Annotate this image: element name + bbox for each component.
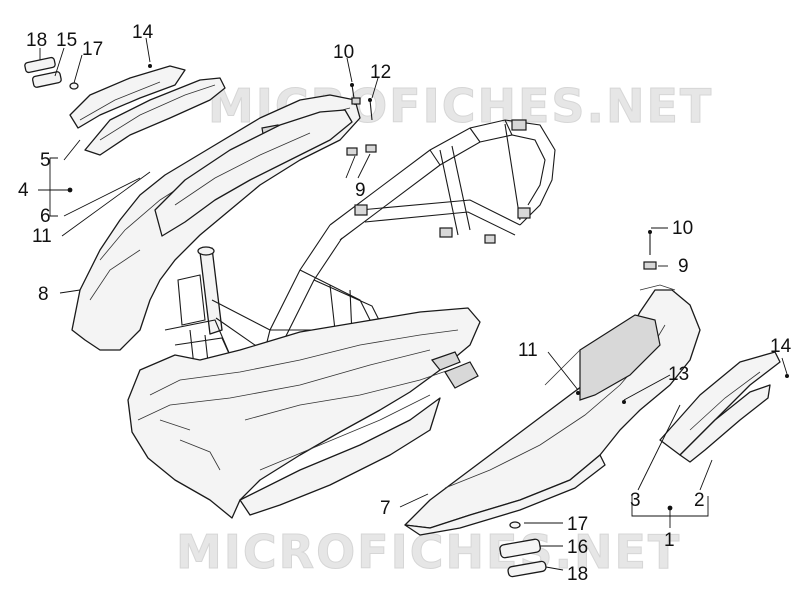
- trim-15a: [31, 71, 62, 88]
- screw-14a: [148, 64, 152, 68]
- fasteners-right: [576, 230, 789, 404]
- callout-11-left: 11: [32, 226, 52, 247]
- callout-3: 3: [630, 490, 641, 511]
- callout-15: 15: [56, 30, 77, 51]
- trim-16: [499, 538, 541, 559]
- washer-17a: [69, 82, 79, 90]
- callout-4: 4: [18, 180, 29, 201]
- callout-16: 16: [567, 537, 588, 558]
- right-grab-rail: [659, 351, 781, 463]
- callout-8: 8: [38, 284, 49, 305]
- callout-10-right: 10: [672, 218, 693, 239]
- callout-12: 12: [370, 62, 391, 83]
- rubber-strip-18b: [507, 560, 547, 578]
- left-upper-cover-6: [154, 109, 353, 237]
- washer-17b: [509, 521, 521, 529]
- callout-2: 2: [694, 490, 705, 511]
- callout-5: 5: [40, 150, 51, 171]
- callout-6: 6: [40, 206, 51, 227]
- callout-17-top: 17: [82, 39, 103, 60]
- callout-14-right: 14: [770, 336, 792, 357]
- callout-18-top: 18: [26, 30, 47, 51]
- left-grab-rail: [69, 65, 226, 156]
- callout-9-center: 9: [355, 180, 366, 201]
- rubber-strip-18a: [24, 56, 56, 74]
- callout-17-bottom: 17: [567, 514, 588, 535]
- fasteners-center: [346, 83, 377, 156]
- leader-lines: [38, 37, 788, 571]
- callout-14-top: 14: [132, 22, 154, 43]
- callouts: 18 15 17 14 10 12 5 4 6 9 11 8 10 9 11 1…: [18, 22, 792, 585]
- callout-1: 1: [664, 530, 675, 551]
- callout-9-right: 9: [678, 256, 689, 277]
- right-side-panel-7: [404, 284, 701, 536]
- callout-11-right: 11: [518, 340, 538, 361]
- callout-10-top: 10: [333, 42, 354, 63]
- callout-13: 13: [668, 364, 689, 385]
- callout-18-bottom: 18: [567, 564, 588, 585]
- callout-7: 7: [380, 498, 391, 519]
- leg-shield-floor: [127, 307, 481, 519]
